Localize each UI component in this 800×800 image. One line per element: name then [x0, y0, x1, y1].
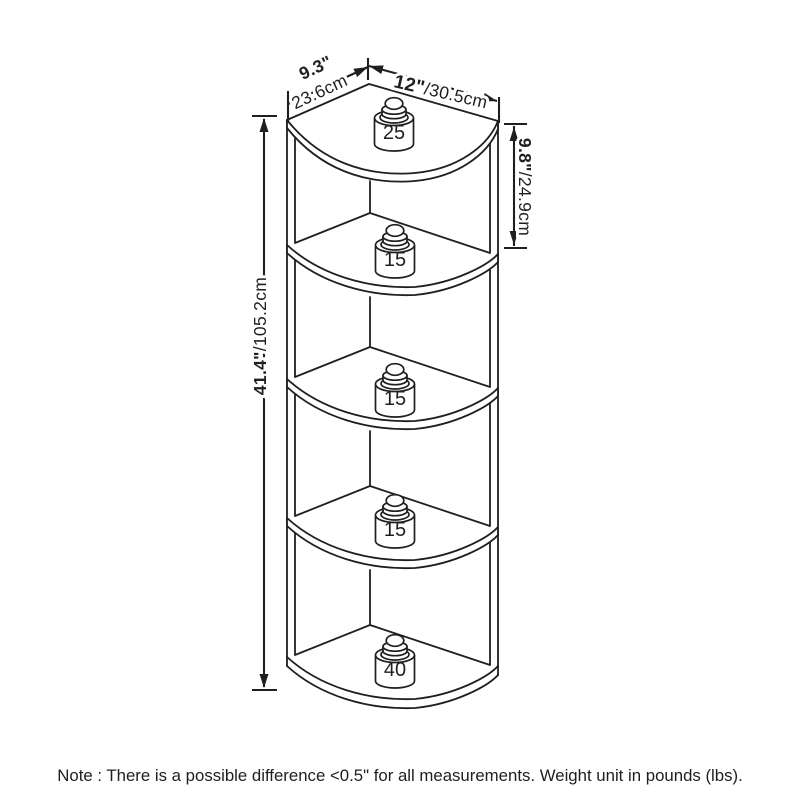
- dimension-height: 41.4"/105.2cm: [247, 114, 277, 692]
- weight-icon-tier-4: 15: [374, 493, 416, 549]
- tier-label-cm: /24.9cm: [515, 172, 535, 236]
- width-arrow-left: [369, 65, 384, 74]
- tier-arrow-up: [509, 127, 519, 141]
- weight-icon-tier-1: 25: [373, 96, 415, 152]
- tier-label-inches: 9.8": [515, 138, 535, 172]
- weight-value-tier-5: 40: [384, 659, 406, 681]
- weight-icon-tier-5: 40: [374, 633, 416, 689]
- height-label-inches: 41.4": [250, 351, 270, 395]
- height-arrow-down: [259, 674, 269, 688]
- dimension-tier-height: 9.8"/24.9cm: [504, 122, 538, 250]
- depth-arrow-right: [353, 67, 368, 77]
- weight-value-tier-1: 25: [383, 122, 405, 144]
- weight-icon-tier-2: 15: [374, 223, 416, 279]
- shelf-load-weights: 25 15 15 15 40: [373, 96, 416, 689]
- height-arrow-up: [259, 118, 269, 132]
- tier-label: 9.8"/24.9cm: [515, 138, 535, 236]
- depth-dimension-line: [287, 66, 369, 105]
- height-label: 41.4"/105.2cm: [250, 277, 270, 395]
- measurement-note: Note : There is a possible difference <0…: [57, 766, 743, 785]
- weight-icon-tier-3: 15: [374, 362, 416, 418]
- width-arrow-right: [482, 93, 497, 102]
- shelf-unit-drawing: 25 15 15 15 40: [286, 83, 499, 710]
- weight-value-tier-2: 15: [384, 249, 406, 271]
- tier-arrow-down: [509, 231, 519, 245]
- depth-arrow-left: [288, 94, 303, 104]
- height-label-cm: /105.2cm: [250, 277, 270, 351]
- width-dimension-line: [368, 64, 498, 103]
- weight-value-tier-4: 15: [384, 519, 406, 541]
- weight-value-tier-3: 15: [384, 388, 406, 410]
